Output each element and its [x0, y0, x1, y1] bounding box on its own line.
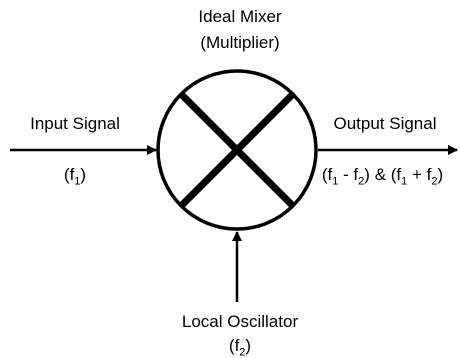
mixer-subtitle: (Multiplier) [200, 33, 280, 52]
output-sum-sub1: 1 [401, 175, 408, 188]
input-frequency-label: (f1) [0, 164, 150, 188]
input-freq-close: ) [80, 165, 87, 184]
input-freq-subscript: 1 [74, 175, 81, 188]
local-oscillator-label: Local Oscillator [181, 312, 299, 331]
output-ampersand: & [369, 165, 391, 184]
mixer-title: Ideal Mixer [198, 7, 282, 26]
mixer-cross-line-2 [178, 91, 296, 209]
output-sum-open: (f [390, 165, 402, 184]
mixer-circle [156, 69, 318, 231]
output-diff-close: ) [364, 165, 370, 184]
input-signal-label: Input Signal [30, 114, 120, 133]
output-diff-sub2: 2 [358, 175, 365, 188]
input-freq-open: (f [63, 165, 75, 184]
output-sum-mid: + f [407, 165, 432, 184]
output-diff-open: (f [321, 165, 333, 184]
output-signal-label: Output Signal [333, 114, 437, 133]
output-diff-sub1: 1 [332, 175, 339, 188]
lo-freq-close: ) [245, 336, 252, 355]
output-sum-sub2: 2 [431, 175, 438, 188]
lo-freq-subscript: 2 [239, 346, 246, 358]
lo-freq-open: (f [228, 336, 240, 355]
output-frequency-label: (f1 - f2) & (f1 + f2) [305, 164, 460, 188]
output-sum-close: ) [437, 165, 444, 184]
output-diff-mid: - f [338, 165, 359, 184]
local-oscillator-frequency-label: (f2) [130, 335, 350, 358]
